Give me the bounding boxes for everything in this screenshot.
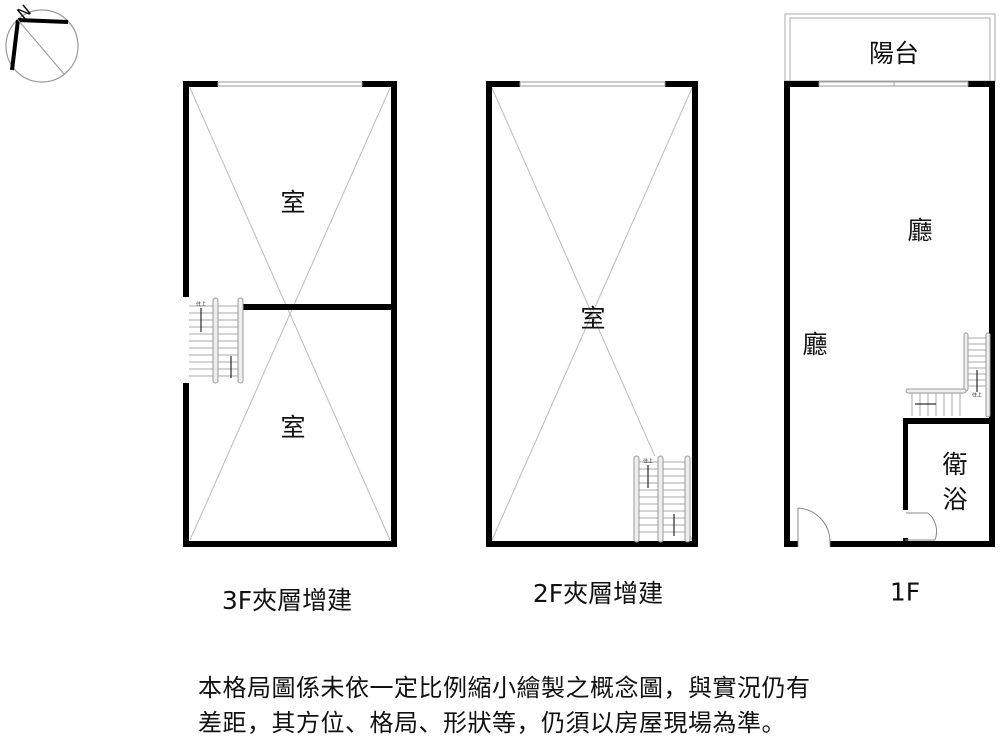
stairs-icon	[905, 332, 991, 418]
living-room-label: 廳	[802, 330, 828, 359]
stairs-icon	[189, 297, 244, 384]
entrance-door-icon	[797, 507, 831, 547]
room-label: 室	[280, 188, 306, 217]
bathroom-door-icon	[905, 512, 938, 541]
stair-up-label: 往上	[971, 392, 983, 399]
floor-1f-plan	[784, 13, 996, 547]
stair-up-label: 往上	[195, 301, 207, 308]
disclaimer-line-2: 差距，其方位、格局、形狀等，仍須以房屋現場為準。	[198, 709, 786, 737]
floor-3f-plan	[183, 81, 397, 547]
floor-caption-3f: 3F夾層增建	[221, 586, 353, 615]
stairs-icon	[632, 455, 691, 543]
bathroom-label: 衛	[942, 450, 968, 479]
floor-caption-1f: 1F	[889, 577, 921, 607]
balcony-label: 陽台	[868, 39, 920, 68]
room-label: 室	[280, 413, 306, 442]
floor-caption-2f: 2F夾層增建	[532, 579, 664, 608]
compass-icon	[5, 9, 79, 83]
bathroom-label: 浴	[942, 485, 968, 514]
stair-up-label: 往上	[642, 458, 654, 465]
room-label: 室	[580, 304, 606, 333]
living-room-label: 廳	[907, 216, 933, 245]
floor-2f-plan	[486, 81, 698, 547]
disclaimer-line-1: 本格局圖係未依一定比例縮小繪製之概念圖，與實況仍有	[198, 674, 811, 702]
